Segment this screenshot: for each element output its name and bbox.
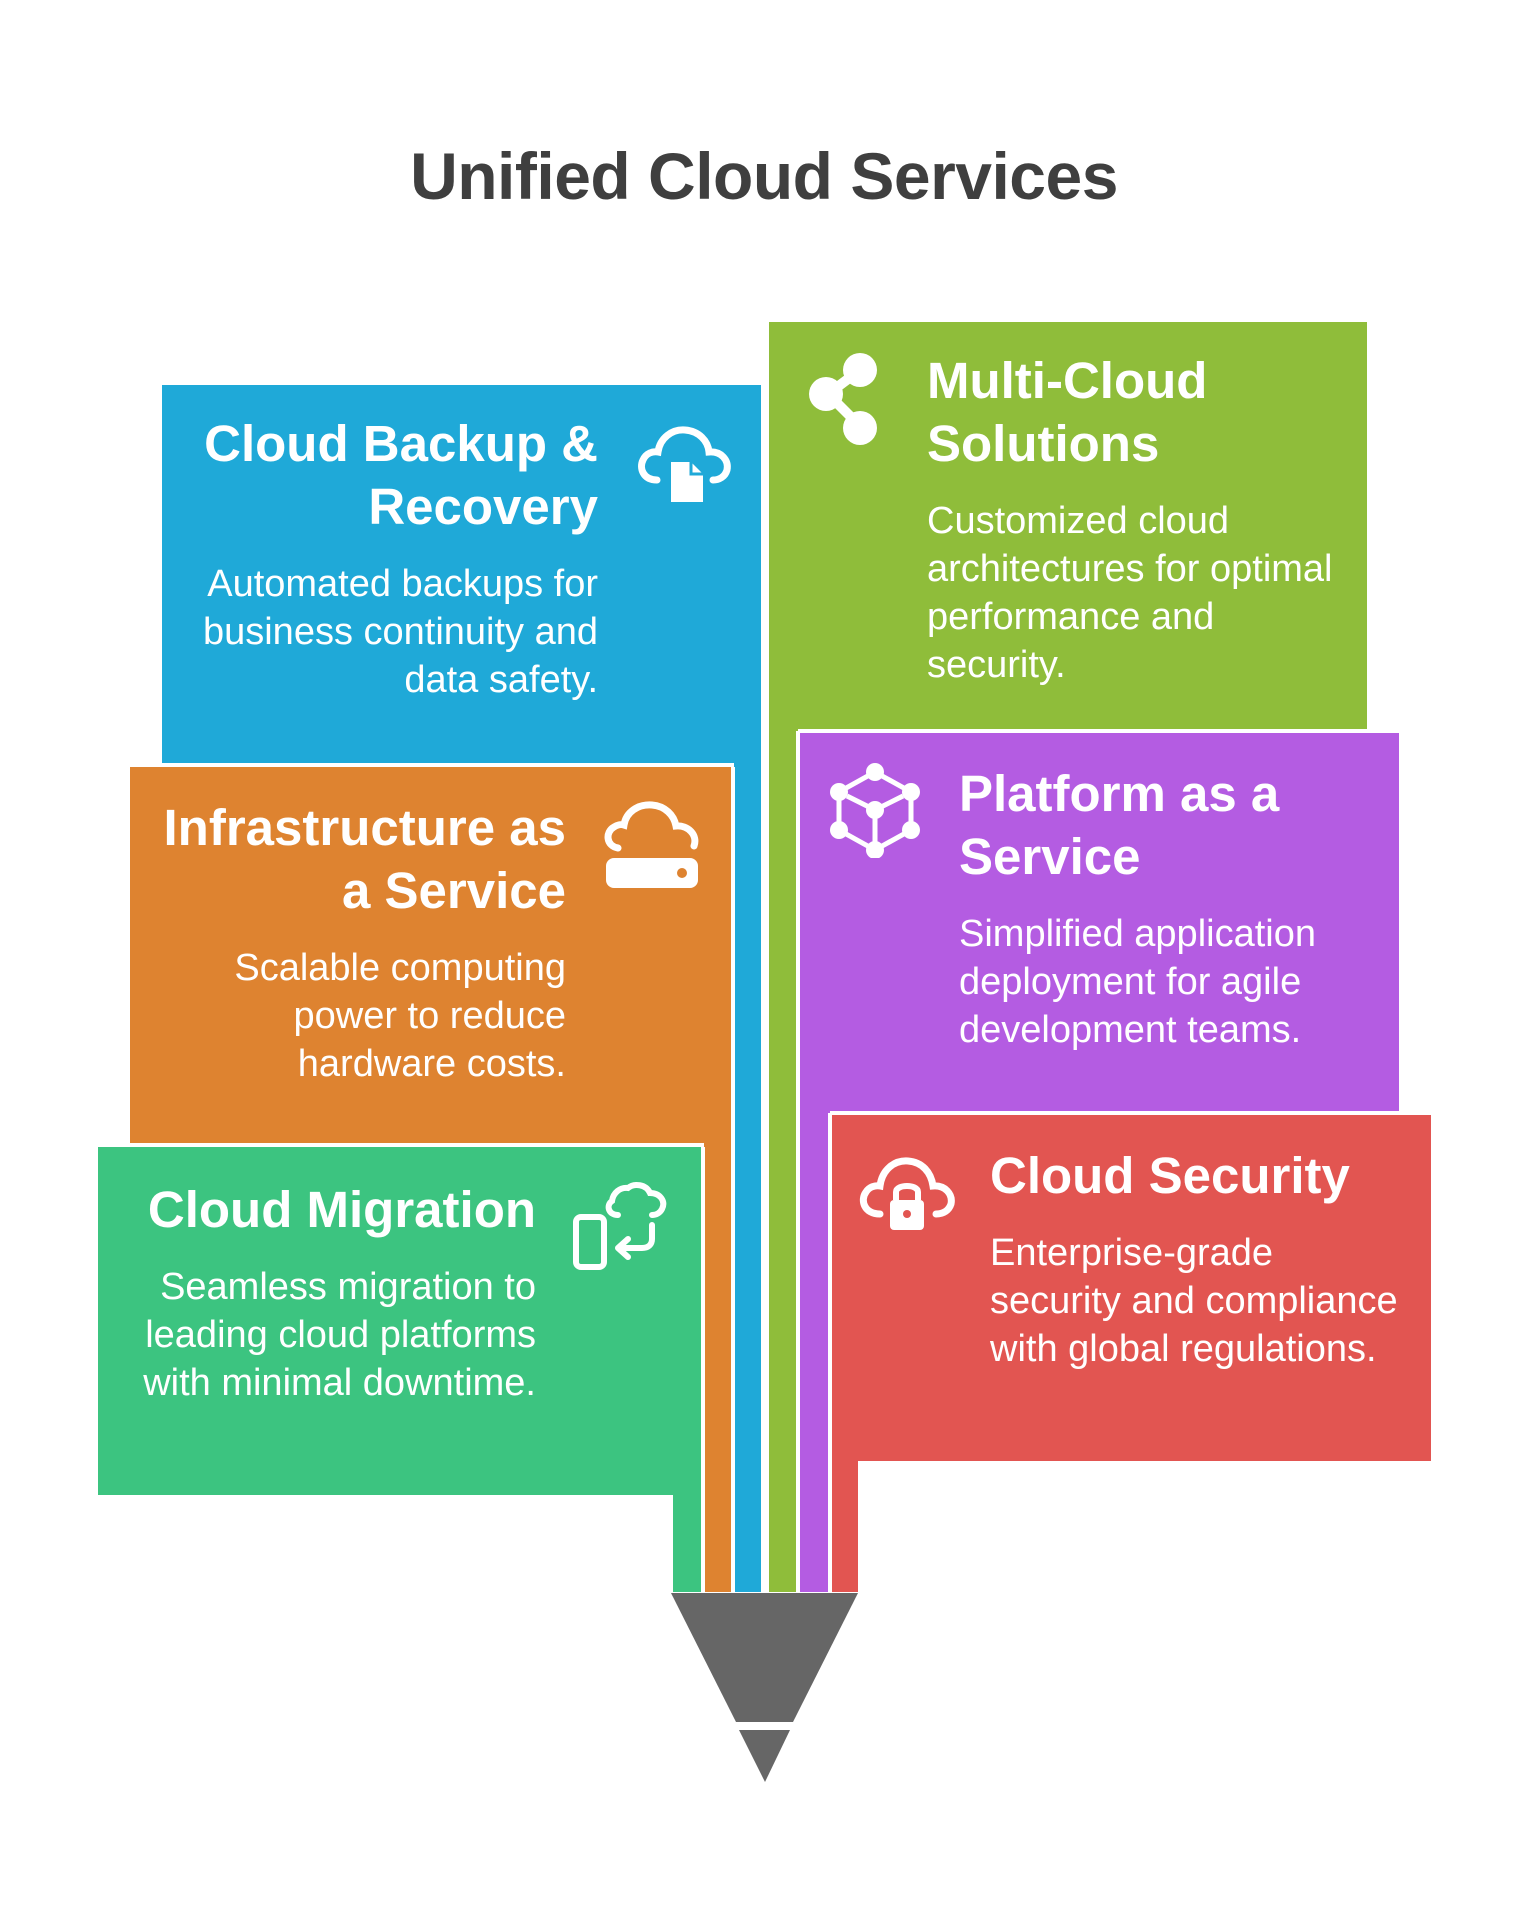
card-description: Customized cloud architectures for optim… (927, 500, 1333, 686)
card-title: Cloud Migration (147, 1181, 536, 1238)
card-title: Platform as a Service (959, 765, 1280, 885)
card-paas: Platform as a Service Simplified applica… (959, 762, 1379, 1054)
card-shape-migration (98, 1147, 703, 1592)
network-platform-icon (830, 763, 920, 858)
card-description: Enterprise-grade security and compliance… (990, 1232, 1398, 1370)
card-security: Cloud Security Enterprise-grade security… (990, 1144, 1410, 1373)
card-title: Infrastructure as a Service (163, 799, 566, 919)
card-shape-iaas (130, 767, 733, 1592)
card-migration: Cloud Migration Seamless migration to le… (128, 1178, 536, 1407)
card-backup: Cloud Backup & Recovery Automated backup… (190, 412, 598, 704)
card-shape-security (830, 1115, 1431, 1592)
card-shape-multicloud (768, 322, 1367, 1592)
card-multicloud: Multi-Cloud Solutions Customized cloud a… (927, 349, 1347, 689)
device-cloud-sync-icon (573, 1182, 667, 1270)
card-shape-paas (798, 733, 1399, 1592)
page-title: Unified Cloud Services (410, 139, 1118, 213)
pencil-tip (671, 1593, 858, 1722)
card-description: Scalable computing power to reduce hardw… (234, 947, 566, 1085)
share-nodes-icon (809, 353, 877, 445)
pencil-lead (739, 1730, 790, 1782)
card-title: Cloud Backup & Recovery (204, 415, 598, 535)
card-iaas: Infrastructure as a Service Scalable com… (160, 796, 566, 1088)
card-title: Cloud Security (990, 1147, 1350, 1204)
card-title: Multi-Cloud Solutions (927, 352, 1208, 472)
cloud-lock-icon (859, 1157, 955, 1230)
card-description: Simplified application deployment for ag… (959, 913, 1316, 1051)
cloud-document-icon (638, 426, 731, 502)
card-shape-backup (162, 385, 763, 1592)
cloud-server-icon (604, 801, 699, 888)
card-description: Automated backups for business continuit… (202, 563, 598, 701)
card-description: Seamless migration to leading cloud plat… (143, 1266, 536, 1404)
